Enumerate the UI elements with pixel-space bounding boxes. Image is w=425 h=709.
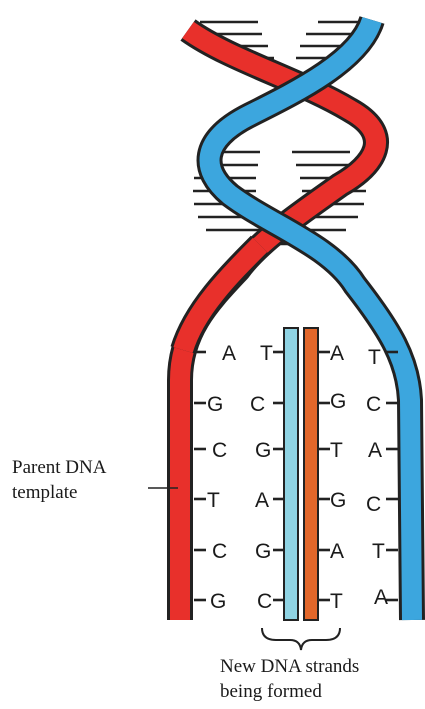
base-letter: C: [250, 393, 265, 416]
base-letter: T: [330, 590, 343, 613]
parent-template-label-line1: Parent DNA: [12, 457, 107, 478]
base-letter: G: [207, 393, 223, 416]
new-strands: [284, 328, 318, 620]
base-letter: G: [210, 590, 226, 613]
base-letter: G: [255, 540, 271, 563]
base-letter: C: [212, 540, 227, 563]
base-letter: T: [207, 489, 220, 512]
base-letter: T: [368, 346, 381, 369]
base-letter: G: [330, 390, 346, 413]
base-letter: A: [330, 540, 344, 563]
new-strands-label-line1: New DNA strands: [220, 656, 359, 677]
base-letter: T: [260, 342, 273, 365]
base-letter: C: [212, 439, 227, 462]
base-letter: G: [330, 489, 346, 512]
base-letter: A: [330, 342, 344, 365]
new-strand-orange: [304, 328, 318, 620]
base-letter: A: [255, 489, 269, 512]
bases-right-outer: T C A C T A: [366, 346, 388, 609]
base-letter: A: [222, 342, 236, 365]
base-letter: T: [372, 540, 385, 563]
bases-right-inner: A G T G A T: [330, 342, 346, 613]
base-letter: G: [255, 439, 271, 462]
parent-template-label-line2: template: [12, 482, 77, 503]
new-strands-label-line2: being formed: [220, 681, 322, 702]
base-letter: C: [366, 493, 381, 516]
base-letter: T: [330, 439, 343, 462]
base-letter: A: [374, 586, 388, 609]
base-letter: C: [257, 590, 272, 613]
new-strand-cyan: [284, 328, 298, 620]
base-letter: A: [368, 439, 382, 462]
bases-left-outer: A G C T C G: [207, 342, 236, 613]
bases-left-inner: T C G A G C: [250, 342, 273, 613]
base-letter: C: [366, 393, 381, 416]
parent-strand-red-fill: [180, 30, 376, 620]
new-strands-brace: [262, 628, 340, 650]
